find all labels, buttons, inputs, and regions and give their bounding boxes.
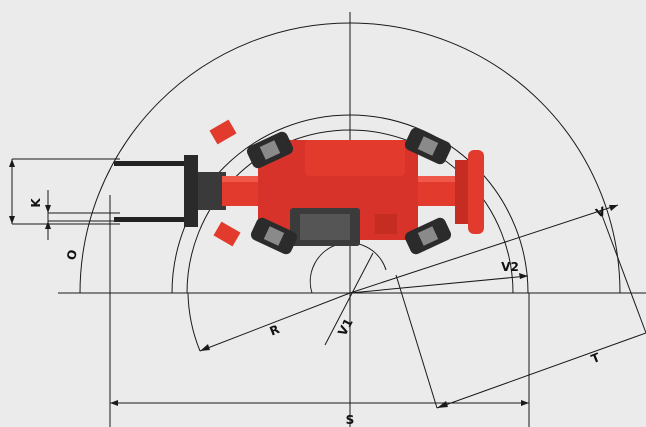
fork-dimension-lines xyxy=(11,158,530,427)
fork-tine-upper xyxy=(114,161,198,166)
fork-tine-lower xyxy=(114,217,198,222)
v1-dim-line xyxy=(324,252,374,346)
s-arrow-left xyxy=(110,400,118,406)
k-arrow-down xyxy=(45,221,51,229)
wheel-rear-bottom xyxy=(404,217,452,255)
t-swing-line-b xyxy=(599,209,646,334)
outer-turning-arc xyxy=(79,22,621,294)
inner-turning-arc xyxy=(186,129,514,294)
t-swing-line-a xyxy=(395,274,438,409)
rear-bumper xyxy=(468,150,484,234)
t-arrow xyxy=(437,401,448,408)
radial-dimensions xyxy=(199,204,646,409)
side-step xyxy=(375,214,397,234)
wheel-front-bottom xyxy=(250,217,298,255)
fork-carriage xyxy=(184,155,198,227)
v2-dim-line xyxy=(349,275,529,294)
fork-height-arrow-top xyxy=(9,159,15,167)
r-dim-line xyxy=(199,292,351,352)
cab-window xyxy=(300,214,350,240)
s-arrow-right xyxy=(521,400,529,406)
front-axle-bracket-bottom xyxy=(213,221,241,247)
k-arrow-up xyxy=(45,205,51,213)
label-v2: V2 xyxy=(501,260,519,274)
v-arrow xyxy=(609,205,618,211)
engine-cover xyxy=(305,140,405,176)
wheel-rear-top xyxy=(404,127,452,165)
counterweight xyxy=(455,160,471,224)
attachment-plate xyxy=(198,172,226,210)
front-axle-bracket-top xyxy=(209,119,237,145)
label-o: O xyxy=(64,248,80,261)
wheel-front-top xyxy=(246,131,294,169)
v2-arrow xyxy=(519,273,528,279)
rear-swing-arc xyxy=(187,292,201,352)
t-dim-line xyxy=(436,332,646,409)
label-k: K xyxy=(29,198,43,208)
v-dim-line xyxy=(349,204,619,294)
label-s: S xyxy=(346,413,355,427)
r-arrow xyxy=(200,344,210,351)
telehandler-machine xyxy=(114,119,484,255)
fork-height-arrow-bottom xyxy=(9,216,15,224)
